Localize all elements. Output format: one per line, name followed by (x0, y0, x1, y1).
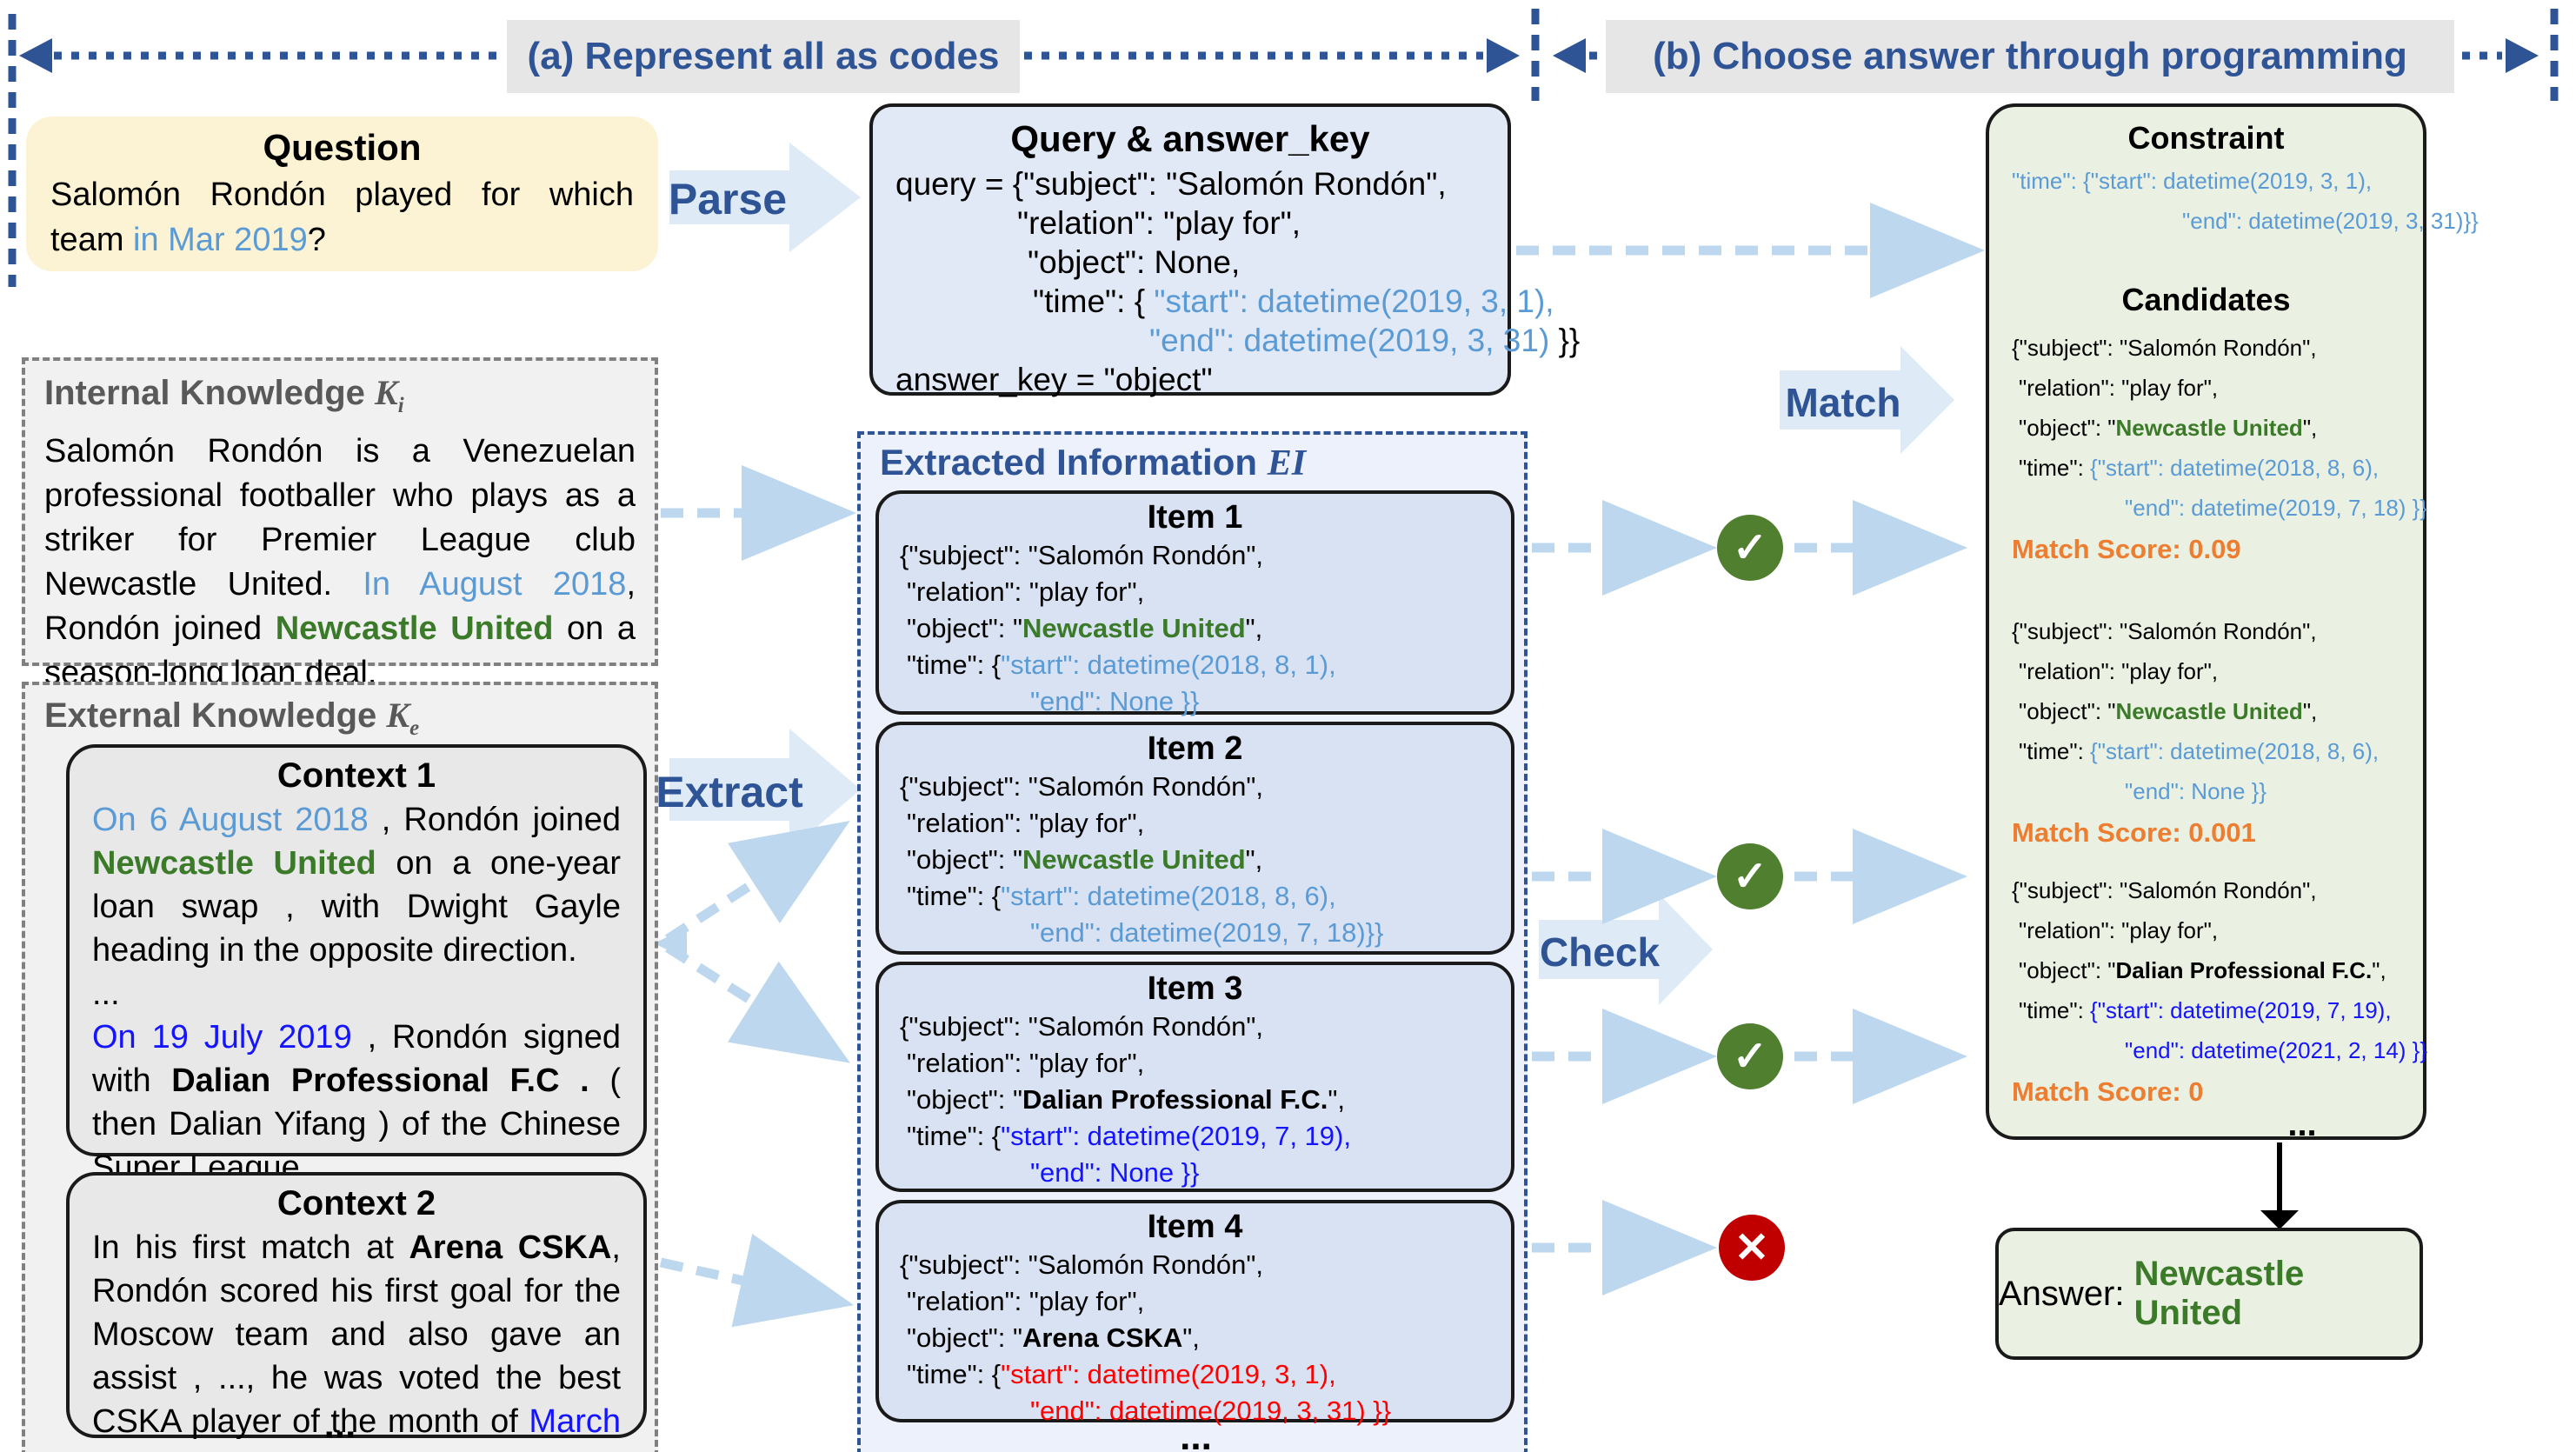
fan-left-arrowhead (654, 928, 687, 959)
query-line-1: query = {"subject": "Salomón Rondón", (895, 166, 1447, 202)
section-a-label: (a) Represent all as codes (527, 35, 1000, 77)
candidate-2-score: Match Score: 0.001 (2012, 817, 2256, 848)
section-b-label: (b) Choose answer through programming (1653, 35, 2407, 77)
context-2-date: March (529, 1403, 621, 1440)
candidate-2: {"subject": "Salomón Rondón", "relation"… (2012, 611, 2400, 855)
internal-entity-highlight: Newcastle United (275, 610, 554, 647)
ei-item-1: Item 1 {"subject": "Salomón Rondón", "re… (875, 490, 1514, 716)
context-1-date-1: On 6 August 2018 (92, 802, 369, 838)
ei-item-3: Item 3 {"subject": "Salomón Rondón", "re… (875, 962, 1514, 1192)
context-2-entity: Arena CSKA (409, 1229, 612, 1266)
section-divider-arrowheads (19, 38, 2539, 73)
internal-knowledge-text: Salomón Rondón is a Venezuelan professio… (44, 433, 636, 691)
answer-label: Answer: (1999, 1274, 2134, 1313)
candidates-title: Candidates (2121, 282, 2291, 317)
parse-arrow-shape (669, 143, 861, 252)
question-text: Salomón Rondón played for which team in … (50, 172, 634, 263)
question-title: Question (263, 127, 422, 168)
check-arrow-label: Check (1539, 929, 1661, 975)
constraint-line-2: "end": datetime(2019, 3, 31)}} (2182, 208, 2479, 234)
query-line-5: "end": datetime(2019, 3, 31) }} (1149, 323, 1581, 358)
context-1-text-2: On 19 July 2019 , Rondón signed with Dal… (92, 1019, 622, 1186)
section-b-header: (b) Choose answer through programming (1606, 20, 2454, 93)
constraint-candidates-box: Constraint "time": {"start": datetime(20… (1986, 103, 2479, 1143)
candidates-ellipsis: ... (2287, 1105, 2317, 1143)
query-line-6: answer_key = "object" (895, 362, 1213, 397)
extract-arrow-shape (669, 729, 861, 850)
match-arrow-shape (1780, 346, 1954, 454)
question-box: Question Salomón Rondón played for which… (26, 117, 658, 271)
constraint-title: Constraint (2127, 120, 2285, 156)
context-1-box: Context 1 On 6 August 2018 , Rondón join… (66, 744, 647, 1186)
match-arrow-label: Match (1785, 380, 1901, 425)
context-2-text: In his first match at Arena CSKA, Rondón… (92, 1229, 621, 1452)
check-icon: ✓ (1717, 843, 1783, 909)
candidate-3-score: Match Score: 0 (2012, 1076, 2204, 1107)
candidate-1-score: Match Score: 0.09 (2012, 534, 2241, 564)
section-divider-lines (8, 9, 2559, 287)
query-line-4: "time": { "start": datetime(2019, 3, 1), (1033, 283, 1554, 319)
parse-arrow-label: Parse (668, 175, 788, 223)
candidate-3: {"subject": "Salomón Rondón", "relation"… (2012, 870, 2427, 1114)
context-1-date-2: On 19 July 2019 (92, 1019, 352, 1056)
extracted-information-box: Extracted Information EI Item 1 {"subjec… (857, 431, 1528, 1452)
cross-icon: ✕ (1719, 1215, 1785, 1281)
answer-box: Answer: Newcastle United (1995, 1228, 2423, 1360)
query-line-2: "relation": "play for", (1017, 205, 1301, 241)
internal-knowledge-title: Internal Knowledge Ki (44, 373, 404, 417)
query-line-3: "object": None, (1028, 244, 1241, 280)
extracted-information-title: Extracted Information EI (880, 442, 1307, 483)
query-answer-key-box: Query & answer_key query = {"subject": "… (869, 103, 1581, 397)
context-1-ellipsis: ... (92, 976, 120, 1012)
context-2-box: Context 2 In his first match at Arena CS… (66, 1172, 647, 1452)
context-1-entity-1: Newcastle United (92, 845, 376, 882)
constraint-line-1: "time": {"start": datetime(2019, 3, 1), (2012, 168, 2373, 194)
extract-arrow-label: Extract (656, 768, 803, 816)
answer-value: Newcastle United (2133, 1255, 2305, 1332)
section-a-header: (a) Represent all as codes (507, 20, 1020, 93)
internal-date-highlight: In August 2018 (363, 566, 627, 603)
ei-item-2: Item 2 {"subject": "Salomón Rondón", "re… (875, 722, 1514, 955)
context-1-entity-2: Dalian Professional F.C . (171, 1062, 589, 1099)
context-1-text: On 6 August 2018 , Rondón joined Newcast… (92, 802, 621, 969)
question-text-end: ? (307, 222, 326, 258)
external-knowledge-title: External Knowledge Ke (44, 696, 420, 740)
dashed-connectors (659, 203, 1985, 1328)
context-2-title: Context 2 (276, 1184, 436, 1222)
query-box-title: Query & answer_key (1010, 118, 1370, 159)
candidate-1: {"subject": "Salomón Rondón", "relation"… (2012, 328, 2427, 571)
answer-arrow (2260, 1142, 2299, 1229)
question-text-main: Salomón Rondón played for which team (50, 177, 634, 258)
ei-item-4: Item 4 {"subject": "Salomón Rondón", "re… (875, 1200, 1514, 1426)
check-icon: ✓ (1717, 515, 1783, 581)
internal-knowledge-box: Internal Knowledge Ki Salomón Rondón is … (22, 357, 658, 691)
ei-ellipsis: ... (1180, 1415, 1212, 1452)
external-knowledge-ellipsis: ... (323, 1403, 356, 1446)
context-1-title: Context 1 (276, 756, 436, 795)
check-icon: ✓ (1717, 1023, 1783, 1089)
question-date-highlight: in Mar 2019 (133, 222, 308, 258)
